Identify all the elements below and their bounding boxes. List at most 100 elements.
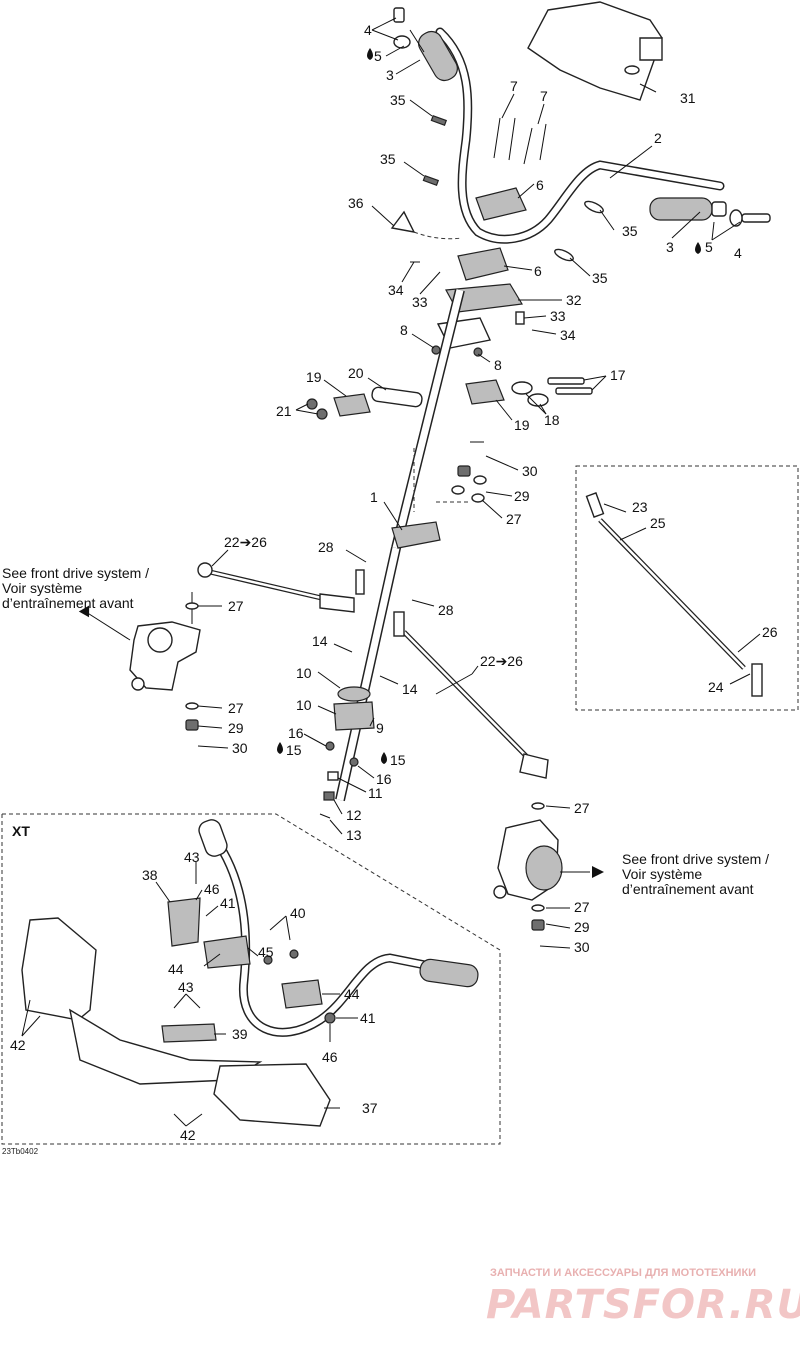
label-45: 45 [258,944,274,960]
label-9: 9 [376,720,384,736]
label-35: 35 [592,270,608,286]
label-16: 16 [288,725,304,741]
arrow-icon [592,866,604,878]
inset-title: XT [12,823,30,839]
pin-35 [422,174,440,186]
bar-end-left [393,7,411,49]
clamp-44 [203,935,251,969]
label-39: 39 [232,1026,248,1042]
label-20: 20 [348,365,364,381]
label-42: 42 [10,1037,26,1053]
svg-text:PARTSFOR.RU: PARTSFOR.RU [486,1282,800,1328]
bushing-20 [371,386,423,408]
label-37: 37 [362,1100,378,1116]
label-35: 35 [622,223,638,239]
handlebar [435,27,725,244]
grease-drop-icon [277,742,283,754]
label-44: 44 [168,961,184,977]
label-27: 27 [228,598,244,614]
label-3: 3 [386,67,394,83]
right-grip [649,197,727,221]
label-14: 14 [312,633,328,649]
bracket-33 [515,311,525,325]
svg-text:Voir système: Voir système [2,580,82,596]
bracket-39 [161,1023,217,1043]
lower-clamp [457,247,509,281]
detail-box [575,465,799,711]
label-19: 19 [306,369,322,385]
label-42: 42 [180,1127,196,1143]
label-46: 46 [204,881,220,897]
bracket-19-left [333,393,371,417]
bearing-9 [333,701,375,731]
bracket-38 [167,897,201,947]
clamp-44 [281,979,323,1009]
svg-text:See front drive system /: See front drive system / [2,565,149,581]
label-24: 24 [708,679,724,695]
label-27: 27 [574,899,590,915]
bracket-19-right [465,379,505,405]
label-4: 4 [734,245,742,261]
label-6: 6 [534,263,542,279]
svg-text:See front drive system /: See front drive system / [622,851,769,867]
label-30: 30 [522,463,538,479]
note-left: See front drive system / Voir système d’… [2,565,149,611]
figure-code: 23Tb0402 [2,1147,39,1156]
label-3: 3 [666,239,674,255]
label-5: 5 [374,48,382,64]
label-15: 15 [390,752,406,768]
label-23: 23 [632,499,648,515]
label-29: 29 [514,488,530,504]
windshield [527,1,663,101]
seal-10 [337,686,371,702]
label-34: 34 [560,327,576,343]
leader-lines [21,17,761,1127]
label-8: 8 [494,357,502,373]
label-27: 27 [228,700,244,716]
label-1: 1 [370,489,378,505]
label-10: 10 [296,697,312,713]
label-41: 41 [220,895,236,911]
handguard-left [21,917,331,1127]
label-10: 10 [296,665,312,681]
label-46: 46 [322,1049,338,1065]
grease-drop-icon [381,752,387,764]
pin-35 [430,114,448,126]
grease-drop-icon [695,242,701,254]
label-12: 12 [346,807,362,823]
label-6: 6 [536,177,544,193]
label-44: 44 [344,986,360,1002]
part-labels: 4 5 3 35 35 36 7 7 2 31 6 6 35 35 3 5 4 … [10,22,778,1143]
label-35: 35 [380,151,396,167]
clip-36 [390,210,416,233]
label-27: 27 [574,800,590,816]
svg-text:d’entraînement avant: d’entraînement avant [2,595,134,611]
label-5: 5 [705,239,713,255]
label-8: 8 [400,322,408,338]
label-22-26: 22➔26 [224,534,267,550]
label-43: 43 [178,979,194,995]
label-34: 34 [388,282,404,298]
label-32: 32 [566,292,582,308]
ring-35 [554,248,574,262]
label-25: 25 [650,515,666,531]
svg-text:ЗАПЧАСТИ И АКСЕССУАРЫ ДЛЯ МОТО: ЗАПЧАСТИ И АКСЕССУАРЫ ДЛЯ МОТОТЕХНИКИ [490,1267,756,1279]
label-35: 35 [390,92,406,108]
right-knuckle [493,819,563,901]
label-30: 30 [574,939,590,955]
label-41: 41 [360,1010,376,1026]
label-38: 38 [142,867,158,883]
upper-clamp [475,187,527,221]
label-7: 7 [540,88,548,104]
label-13: 13 [346,827,362,843]
label-33: 33 [550,308,566,324]
arrow-icon [78,605,90,618]
label-27: 27 [506,511,522,527]
note-right: See front drive system / Voir système d’… [622,851,769,897]
label-7: 7 [510,78,518,94]
left-knuckle [129,592,201,691]
xt-handlebar [198,819,479,1037]
label-14: 14 [402,681,418,697]
label-21: 21 [276,403,292,419]
